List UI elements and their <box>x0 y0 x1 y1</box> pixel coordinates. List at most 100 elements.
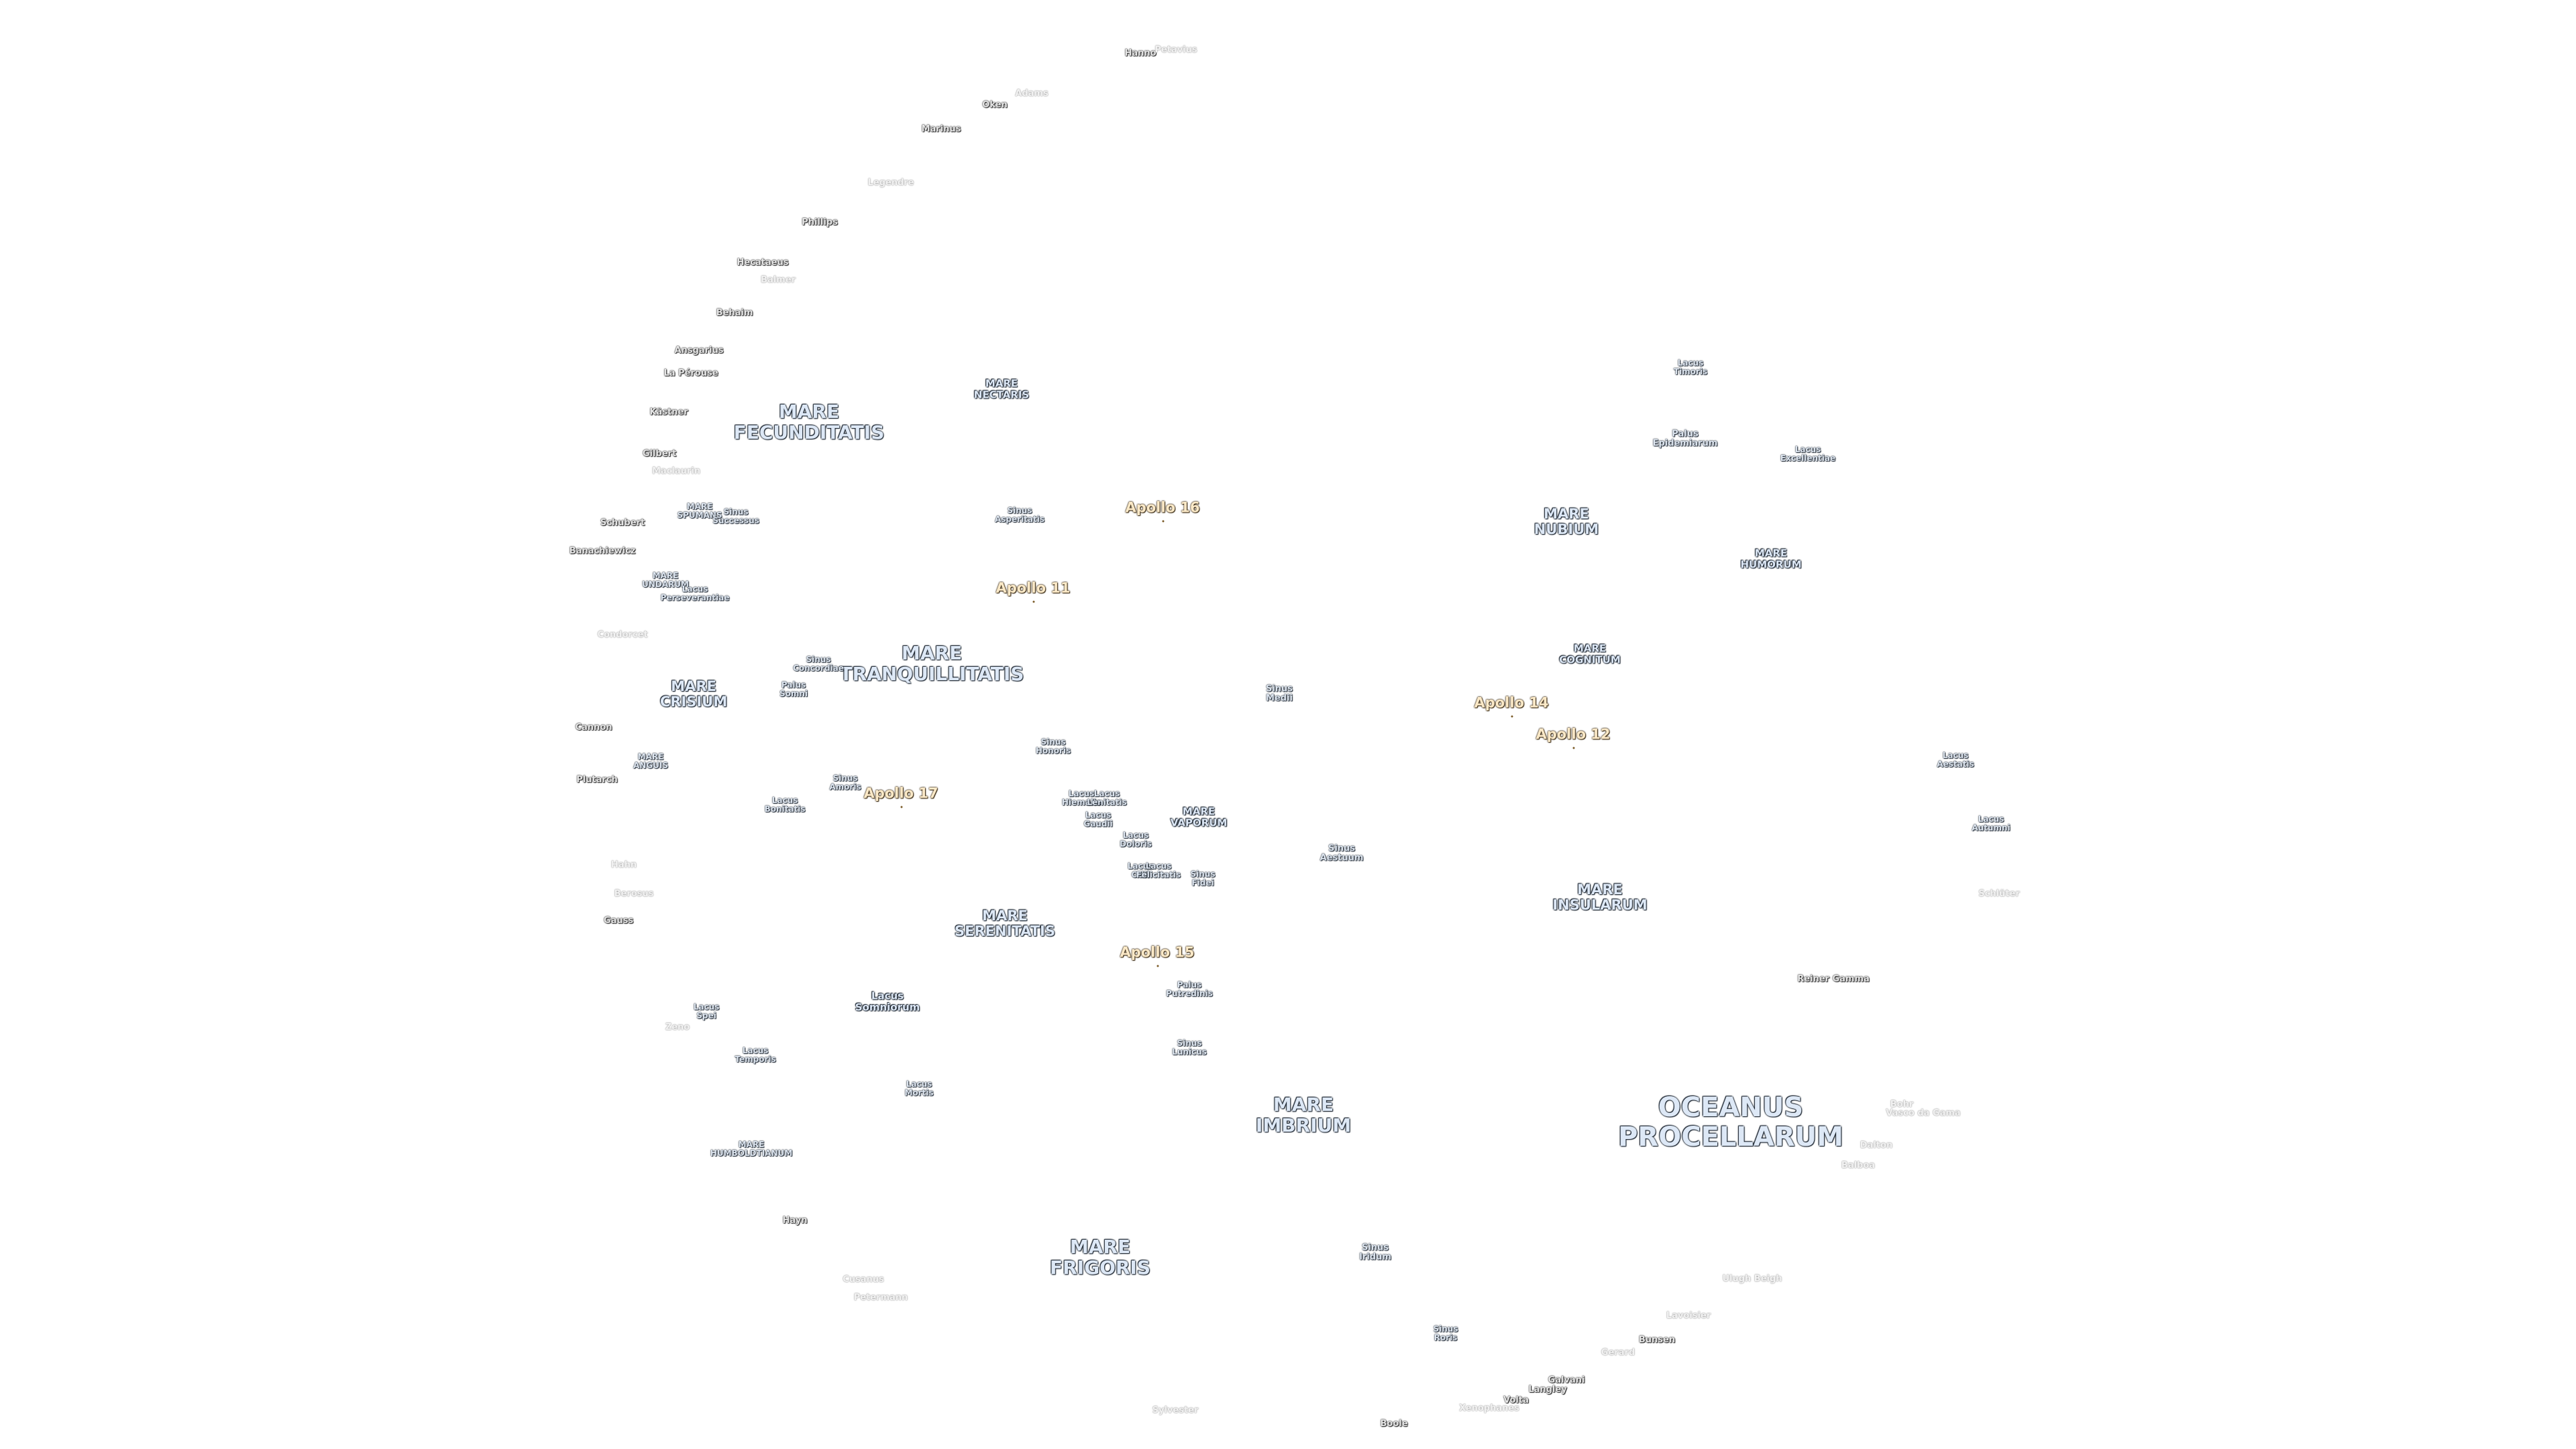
map-label-line: MARE <box>671 678 716 694</box>
map-label-line: Adams <box>1015 88 1049 99</box>
map-label-line: Lacus <box>1093 788 1120 798</box>
map-label-hecataeus: Hecataeus <box>737 258 789 268</box>
map-label-marinus: Marinus <box>922 124 961 134</box>
map-label-line: Balmer <box>761 274 796 285</box>
map-label-apollo-12: Apollo 12 <box>1536 727 1611 749</box>
map-label-line: Perseverantiae <box>660 593 730 602</box>
map-label-line: Lacus <box>682 584 708 594</box>
map-label-line: Ulugh Beigh <box>1722 1273 1782 1284</box>
map-label-hanno: Hanno <box>1124 48 1157 58</box>
map-label-cannon: Cannon <box>575 722 612 733</box>
map-label-bohr: Bohr <box>1890 1099 1914 1110</box>
map-label-sylvester: Sylvester <box>1152 1405 1199 1415</box>
map-label-berosus: Berosus <box>614 889 654 899</box>
map-label-line: Gaudii <box>1083 819 1113 828</box>
map-label-line: Bohr <box>1890 1099 1914 1110</box>
map-label-apollo-17: Apollo 17 <box>863 786 938 808</box>
map-label-line: Condorcet <box>597 629 648 640</box>
map-label-galvani: Galvani <box>1548 1375 1585 1385</box>
map-label-line: COGNITUM <box>1559 653 1621 665</box>
map-label-balmer: Balmer <box>761 274 796 285</box>
map-label-apollo-15: Apollo 15 <box>1120 945 1195 967</box>
map-label-line: Lavoisier <box>1666 1310 1711 1321</box>
map-label-line: Gauss <box>603 915 634 926</box>
map-label-line: Gilbert <box>642 448 677 459</box>
map-label-line: MARE <box>637 751 664 761</box>
map-label-line: Bonitatis <box>764 804 806 814</box>
map-label-line: OCEANUS <box>1658 1092 1804 1123</box>
map-label-line: Hanno <box>1124 48 1157 58</box>
map-label-line: Lenitatis <box>1087 798 1127 807</box>
map-label-line: Asperitatis <box>994 515 1045 524</box>
map-label-line: Lacus <box>1085 810 1112 820</box>
map-label-line: Lacus <box>1145 861 1172 871</box>
map-label-line: Lacus <box>1794 444 1821 454</box>
map-label-line: Aestatis <box>1937 759 1974 769</box>
map-label-line: Sinus <box>1177 1038 1202 1048</box>
map-label-line: Sinus <box>806 654 831 664</box>
map-label-line: Banachiewicz <box>569 545 636 556</box>
map-label-line: HUMORUM <box>1740 558 1802 570</box>
map-label-line: Palus <box>1177 979 1202 989</box>
map-label-line: Aestuum <box>1320 853 1364 863</box>
map-label-line: Medii <box>1266 694 1293 704</box>
map-label-line: La Pérouse <box>663 368 718 378</box>
map-label-line: Apollo 14 <box>1474 694 1549 711</box>
map-label-line: Hiemalis <box>1061 798 1102 807</box>
map-label-gilbert: Gilbert <box>643 449 676 459</box>
map-label-line: Lacus <box>906 1079 932 1089</box>
map-label-schubert: Schubert <box>600 518 645 528</box>
map-label-ansgarius: Ansgarius <box>675 345 724 356</box>
map-label-zeno: Zeno <box>665 1022 690 1032</box>
map-label-line: Boole <box>1380 1418 1408 1429</box>
map-label-line: Legendre <box>867 177 914 188</box>
map-label-line: Behaim <box>716 307 753 318</box>
map-label-volta: Volta <box>1503 1395 1529 1405</box>
map-label-schluter: Schlüter <box>1978 889 2019 899</box>
map-label-line: Palus <box>781 680 806 690</box>
map-label-line: Gerard <box>1601 1347 1635 1358</box>
map-label-petermann: Petermann <box>854 1293 908 1303</box>
map-label-hayn: Hayn <box>783 1216 808 1226</box>
map-label-line: Oken <box>982 99 1008 110</box>
map-label-line: MARE <box>1573 642 1607 655</box>
map-label-gauss: Gauss <box>604 916 633 926</box>
map-label-line: Lacus <box>871 989 904 1002</box>
map-label-line: MARE <box>738 1139 765 1149</box>
map-label-line: Lacus <box>1127 861 1154 871</box>
map-label-line: MARE <box>1273 1093 1334 1116</box>
map-label-legendre: Legendre <box>867 178 914 188</box>
map-label-line: Cannon <box>575 722 612 733</box>
map-label-line: Galvani <box>1548 1375 1585 1385</box>
map-label-line: Lacus <box>1122 830 1149 840</box>
map-label-line: FRIGORIS <box>1049 1256 1151 1279</box>
map-label-line: Sylvester <box>1152 1405 1199 1415</box>
map-label-line: Balboa <box>1841 1160 1876 1171</box>
map-label-line: Lacus <box>1978 814 2004 824</box>
map-label-line: MARE <box>652 570 679 580</box>
map-label-line: TRANQUILLITATIS <box>839 663 1024 685</box>
map-label-line: Autumni <box>1972 823 2010 833</box>
map-label-line: Temporis <box>735 1055 776 1064</box>
